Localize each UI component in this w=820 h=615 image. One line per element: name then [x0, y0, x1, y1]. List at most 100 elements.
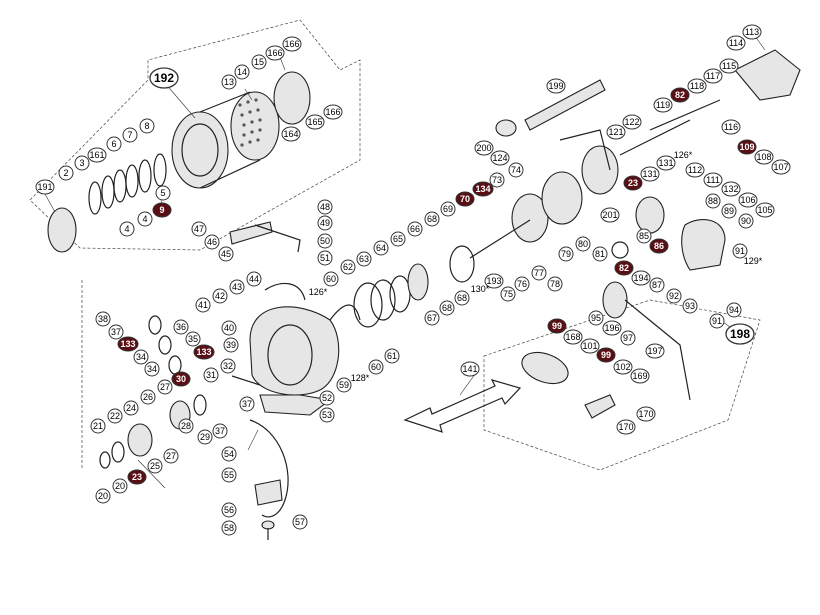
callout-79[interactable]: 79 — [558, 246, 574, 262]
callout-56[interactable]: 56 — [221, 502, 237, 518]
callout-129[interactable]: 129* — [744, 256, 763, 266]
callout-113[interactable]: 113 — [742, 24, 762, 40]
callout-13[interactable]: 13 — [221, 74, 237, 90]
callout-115[interactable]: 115 — [719, 58, 739, 74]
callout-41[interactable]: 41 — [195, 297, 211, 313]
callout-35[interactable]: 35 — [185, 331, 201, 347]
callout-60b[interactable]: 60 — [368, 359, 384, 375]
callout-105[interactable]: 105 — [755, 202, 775, 218]
callout-126a[interactable]: 126* — [309, 287, 328, 297]
callout-4a[interactable]: 4 — [137, 211, 153, 227]
callout-2[interactable]: 2 — [58, 165, 74, 181]
callout-99a[interactable]: 99 — [547, 318, 567, 334]
callout-91a[interactable]: 91 — [732, 243, 748, 259]
callout-198[interactable]: 198 — [725, 323, 755, 345]
callout-169[interactable]: 169 — [630, 368, 650, 384]
callout-60a[interactable]: 60 — [323, 271, 339, 287]
callout-55[interactable]: 55 — [221, 467, 237, 483]
callout-29[interactable]: 29 — [197, 429, 213, 445]
callout-38[interactable]: 38 — [95, 311, 111, 327]
callout-133a[interactable]: 133 — [117, 336, 139, 352]
callout-130[interactable]: 130* — [471, 284, 490, 294]
callout-97[interactable]: 97 — [620, 330, 636, 346]
callout-61[interactable]: 61 — [384, 348, 400, 364]
callout-53[interactable]: 53 — [319, 407, 335, 423]
callout-134[interactable]: 134 — [472, 181, 494, 197]
callout-133b[interactable]: 133 — [193, 344, 215, 360]
callout-63[interactable]: 63 — [356, 251, 372, 267]
callout-20b[interactable]: 20 — [112, 478, 128, 494]
callout-27a[interactable]: 27 — [157, 379, 173, 395]
callout-68a[interactable]: 68 — [424, 211, 440, 227]
callout-92[interactable]: 92 — [666, 288, 682, 304]
callout-27b[interactable]: 27 — [163, 448, 179, 464]
callout-80[interactable]: 80 — [575, 236, 591, 252]
callout-170b[interactable]: 170 — [616, 419, 636, 435]
callout-88[interactable]: 88 — [705, 193, 721, 209]
callout-34a[interactable]: 34 — [133, 349, 149, 365]
callout-23a[interactable]: 23 — [127, 469, 147, 485]
callout-82b[interactable]: 82 — [614, 260, 634, 276]
callout-42[interactable]: 42 — [212, 288, 228, 304]
callout-108[interactable]: 108 — [754, 149, 774, 165]
callout-131a[interactable]: 131 — [656, 155, 676, 171]
callout-69[interactable]: 69 — [440, 201, 456, 217]
callout-46[interactable]: 46 — [204, 234, 220, 250]
callout-116[interactable]: 116 — [721, 119, 741, 135]
callout-76[interactable]: 76 — [514, 276, 530, 292]
callout-21[interactable]: 21 — [90, 418, 106, 434]
callout-30[interactable]: 30 — [171, 371, 191, 387]
callout-25[interactable]: 25 — [147, 458, 163, 474]
callout-73[interactable]: 73 — [489, 172, 505, 188]
callout-31[interactable]: 31 — [203, 367, 219, 383]
callout-37b[interactable]: 37 — [239, 396, 255, 412]
callout-66[interactable]: 66 — [407, 221, 423, 237]
callout-23b[interactable]: 23 — [623, 175, 643, 191]
callout-24[interactable]: 24 — [123, 400, 139, 416]
callout-54[interactable]: 54 — [221, 446, 237, 462]
callout-109[interactable]: 109 — [737, 139, 757, 155]
callout-34b[interactable]: 34 — [144, 361, 160, 377]
callout-112[interactable]: 112 — [685, 162, 705, 178]
callout-15[interactable]: 15 — [251, 54, 267, 70]
callout-193[interactable]: 193 — [484, 273, 504, 289]
callout-170a[interactable]: 170 — [636, 406, 656, 422]
callout-7[interactable]: 7 — [122, 127, 138, 143]
callout-194[interactable]: 194 — [631, 270, 651, 286]
callout-106[interactable]: 106 — [738, 192, 758, 208]
callout-200[interactable]: 200 — [474, 140, 494, 156]
callout-94[interactable]: 94 — [726, 302, 742, 318]
callout-45[interactable]: 45 — [218, 246, 234, 262]
callout-64[interactable]: 64 — [373, 240, 389, 256]
callout-95[interactable]: 95 — [588, 310, 604, 326]
callout-70[interactable]: 70 — [455, 191, 475, 207]
callout-5[interactable]: 5 — [155, 185, 171, 201]
callout-3[interactable]: 3 — [74, 155, 90, 171]
callout-161[interactable]: 161 — [87, 147, 107, 163]
callout-101[interactable]: 101 — [580, 338, 600, 354]
callout-191[interactable]: 191 — [35, 179, 55, 195]
callout-44[interactable]: 44 — [246, 271, 262, 287]
callout-28[interactable]: 28 — [178, 418, 194, 434]
callout-201[interactable]: 201 — [600, 207, 620, 223]
callout-131b[interactable]: 131 — [640, 166, 660, 182]
callout-62[interactable]: 62 — [340, 259, 356, 275]
callout-65[interactable]: 65 — [390, 231, 406, 247]
callout-128[interactable]: 128* — [351, 373, 370, 383]
callout-141[interactable]: 141 — [460, 361, 480, 377]
callout-121[interactable]: 121 — [606, 124, 626, 140]
callout-81[interactable]: 81 — [592, 246, 608, 262]
callout-87[interactable]: 87 — [649, 277, 665, 293]
callout-37a[interactable]: 37 — [108, 324, 124, 340]
callout-89[interactable]: 89 — [721, 203, 737, 219]
callout-91b[interactable]: 91 — [709, 313, 725, 329]
callout-124[interactable]: 124 — [490, 150, 510, 166]
callout-196[interactable]: 196 — [602, 320, 622, 336]
callout-192[interactable]: 192 — [149, 67, 179, 89]
callout-22[interactable]: 22 — [107, 408, 123, 424]
callout-85[interactable]: 85 — [636, 228, 652, 244]
callout-165[interactable]: 165 — [305, 114, 325, 130]
callout-57[interactable]: 57 — [292, 514, 308, 530]
callout-9[interactable]: 9 — [152, 202, 172, 218]
callout-168[interactable]: 168 — [563, 329, 583, 345]
